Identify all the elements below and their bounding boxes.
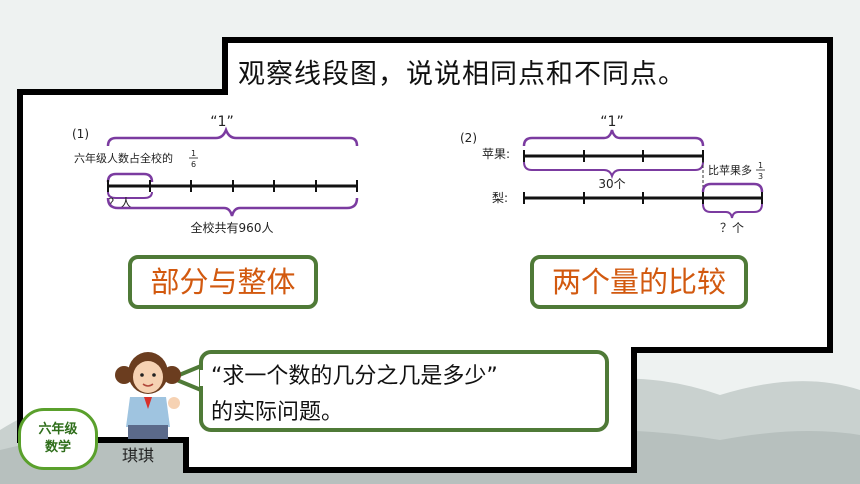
line-diagram-1: (1) “1” 六年级人数占全校的 1 6 ？人 全校共有960人 (72, 114, 359, 235)
bubble-line-2: 的实际问题。 (211, 400, 344, 425)
bubble-line-1: “求一个数的几分之几是多少” (211, 364, 498, 389)
diagram2-index: (2) (460, 131, 477, 145)
diagram2-extra-brace-top (701, 182, 764, 193)
diagram2-compare-caption: 比苹果多 (708, 163, 752, 177)
diagram1-ticks (107, 180, 358, 192)
page-title: 观察线段图，说说相同点和不同点。 (238, 59, 686, 90)
badge-line-2: 数学 (44, 440, 71, 455)
diagram2-count-label: 30个 (598, 177, 625, 191)
grade-badge: 六年级 数学 (18, 408, 98, 470)
diagram2-compare-num: 1 (758, 161, 763, 170)
diagram1-fraction-caption: 六年级人数占全校的 (74, 151, 173, 165)
diagram1-part-brace-top (106, 172, 154, 183)
child-name: 琪琪 (122, 446, 155, 465)
diagram1-part-brace-bottom (107, 191, 153, 199)
diagram2-pear-ticks (523, 192, 763, 204)
diagram2-apple-ticks (523, 150, 704, 162)
diagram1-fraction-den: 6 (191, 160, 196, 169)
diagram2-apple-label: 苹果: (482, 147, 510, 161)
diagram2-pear-label: 梨: (492, 191, 508, 205)
diagram1-top-label: “1” (210, 114, 233, 130)
diagram2-extra-brace-bottom (702, 203, 763, 219)
diagram1-bottom-brace (106, 197, 359, 217)
diagram2-top-brace (522, 129, 705, 147)
tag-compare: 两个量的比较 (530, 255, 748, 309)
line-diagram-2: (2) “1” 苹果: 30个 比苹果多 1 3 梨: ？个 (460, 114, 765, 235)
speech-bubble (199, 350, 609, 432)
badge-line-1: 六年级 (38, 422, 78, 437)
tag-part-whole: 部分与整体 (128, 255, 318, 309)
diagram1-fraction-num: 1 (191, 149, 196, 158)
speech-bubble-tail (170, 364, 204, 392)
diagram2-top-label: “1” (600, 114, 623, 130)
diagram1-index: (1) (72, 127, 89, 141)
child-illustration (115, 352, 181, 439)
diagram2-extra-label: ？个 (720, 221, 744, 235)
diagram1-bottom-label: 全校共有960人 (191, 220, 274, 235)
diagram2-compare-den: 3 (758, 172, 763, 181)
diagram2-count-brace (523, 161, 704, 180)
diagram1-top-brace (106, 126, 359, 147)
